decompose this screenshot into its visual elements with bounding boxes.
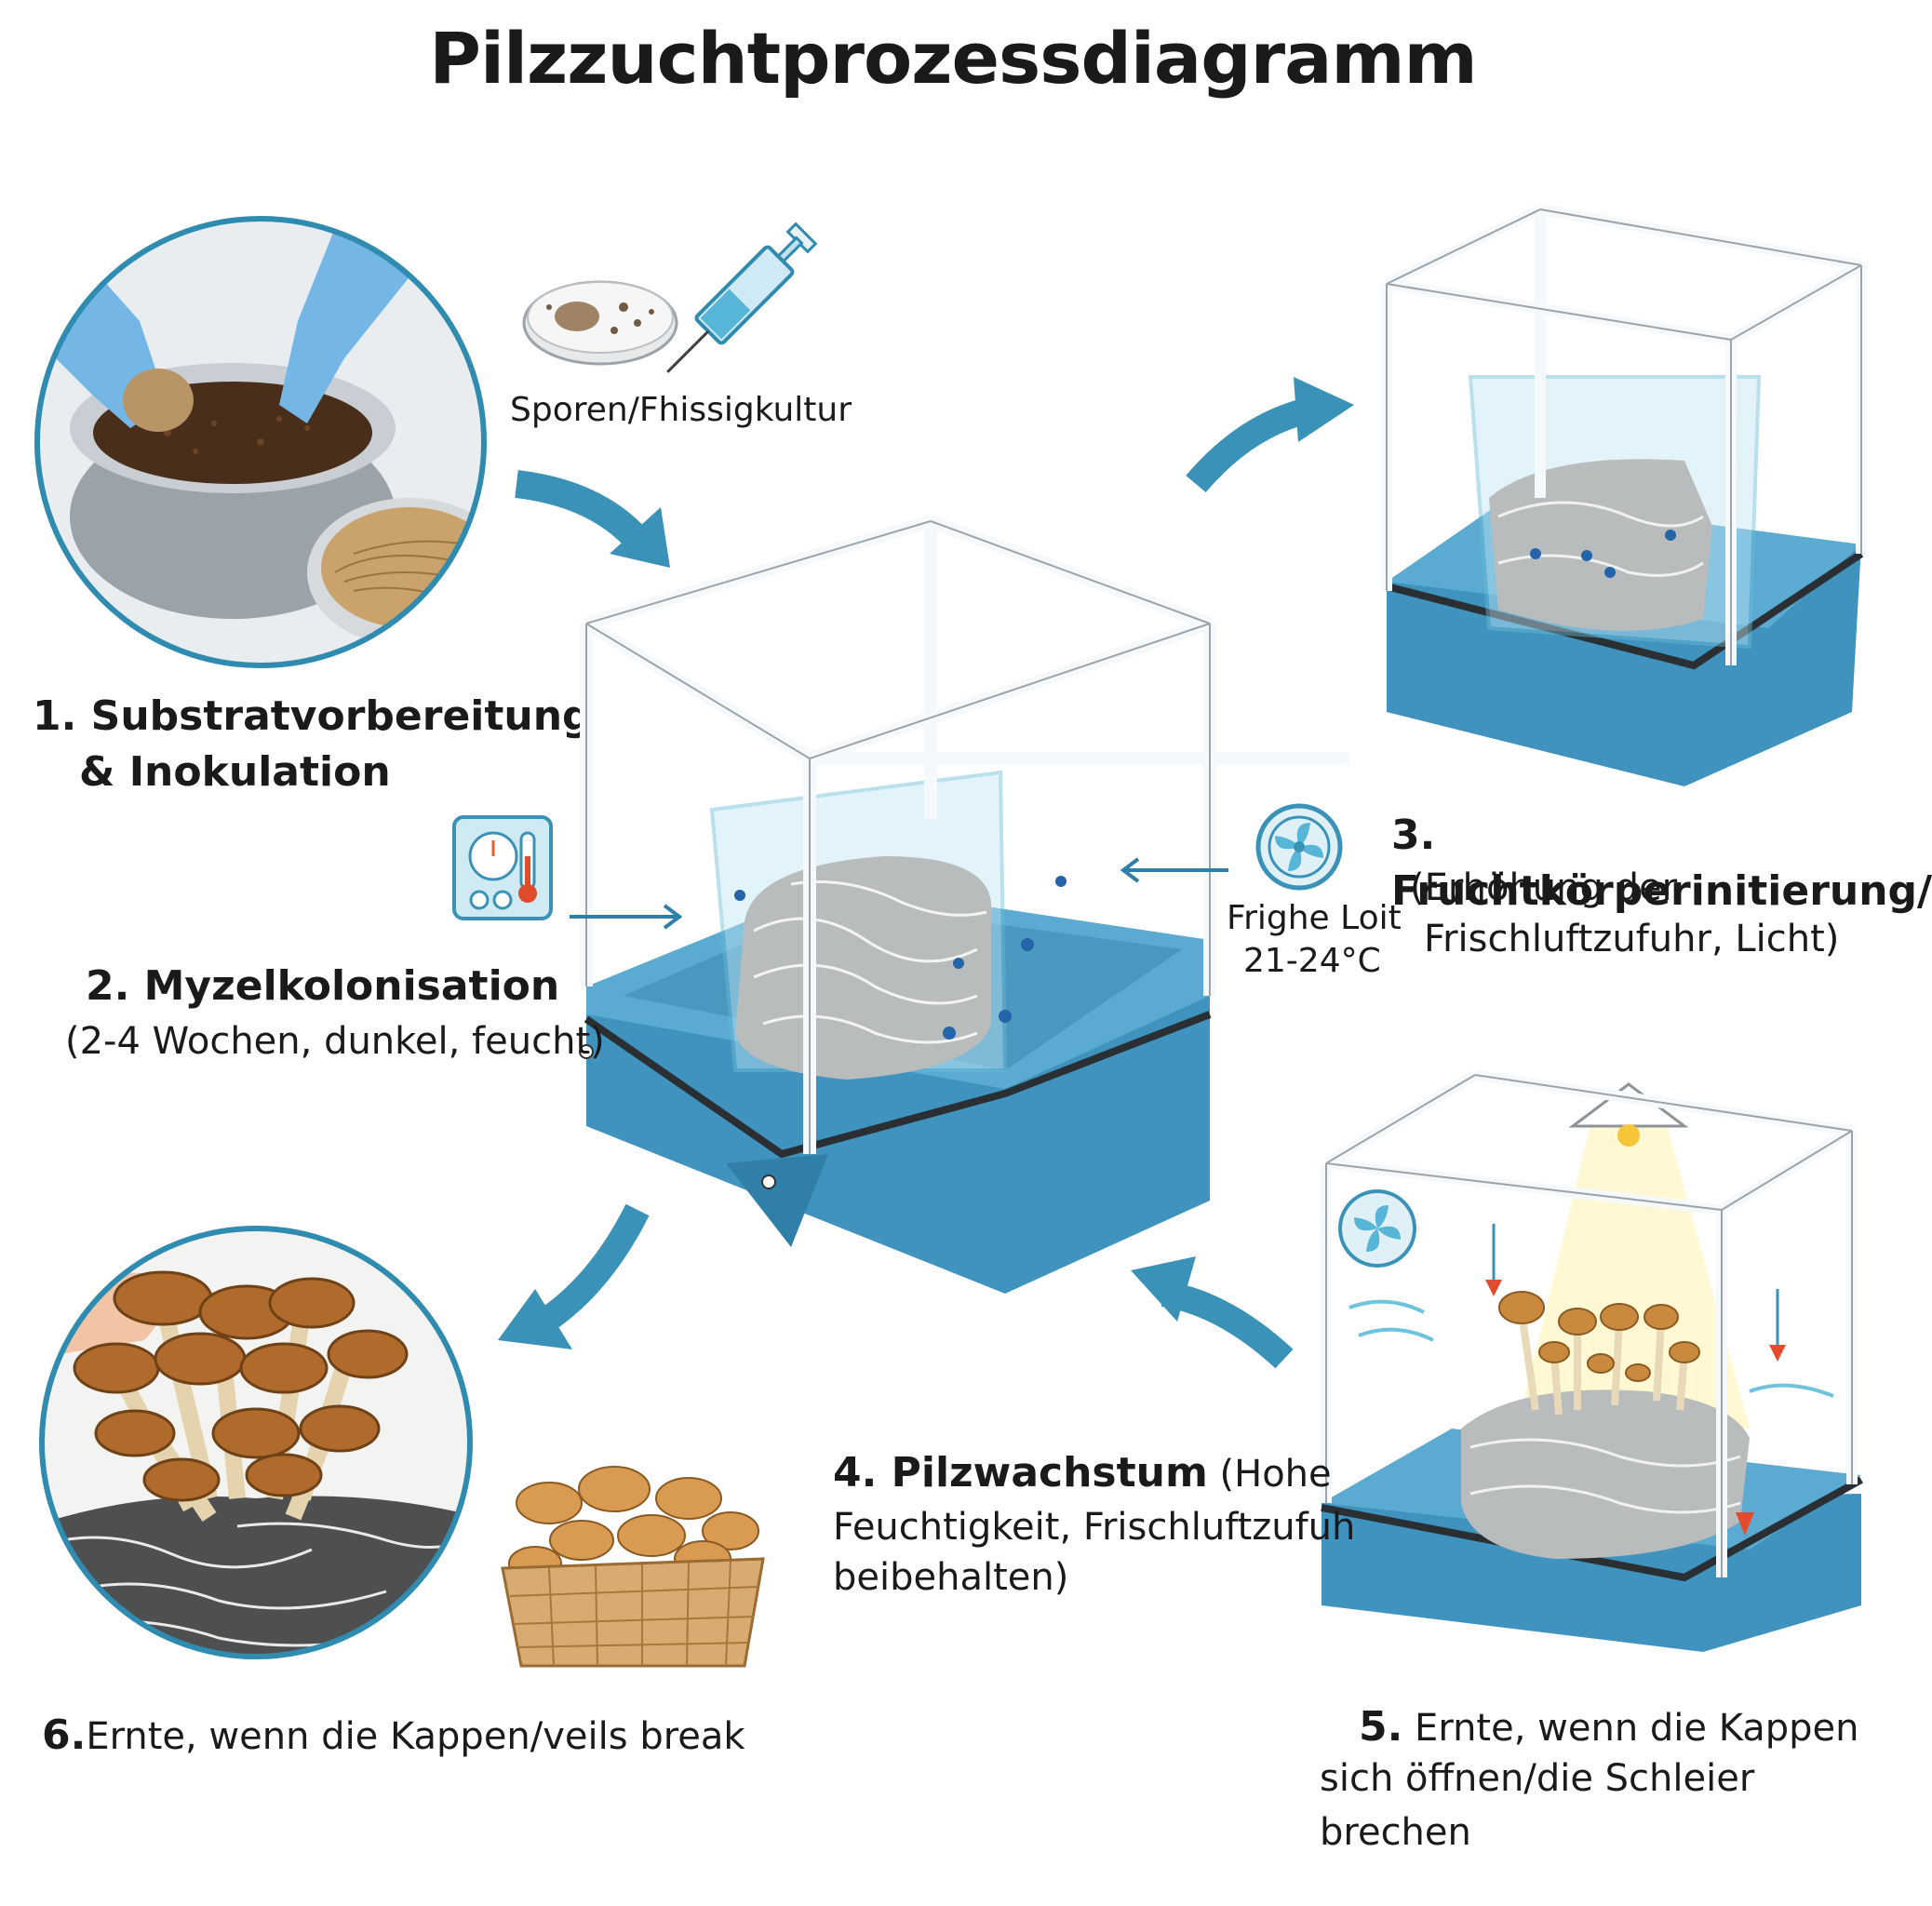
arrow-step1-to-step2 [515, 470, 670, 568]
step-4-title: 4. Pilzwachstum [833, 1449, 1208, 1497]
temperature-label: 21-24°C [1243, 942, 1381, 980]
substrate-preparation-illustration [34, 216, 487, 668]
arrow-step2-to-step6 [498, 1203, 650, 1349]
arrow-step5-to-step4 [1131, 1256, 1294, 1369]
step-5-line2: sich öffnen/die Schleier brechen [1320, 1757, 1755, 1854]
harvest-basket [501, 1466, 765, 1668]
arrow-step2-to-step3 [1186, 377, 1354, 493]
mushroom-growth-tent [1321, 1069, 1863, 1652]
step-6-text: Ernte, wenn die Kappen/veils break [86, 1715, 745, 1758]
colonization-tent [579, 515, 1349, 1294]
fresh-air-label: Frighe Loit [1227, 899, 1402, 937]
step-4-subtitle-line2: beibehalten) [833, 1556, 1069, 1599]
step-1-title-line1: 1. Substratvorbereitung [33, 692, 592, 740]
thermometer-panel-icon [452, 815, 553, 920]
spores-label: Sporen/Fhissigkultur [510, 391, 852, 429]
step-3-subtitle-line1: (Erhöhung der [1410, 866, 1678, 909]
step-6-number: 6. [42, 1711, 87, 1759]
step-5-row1: 5. Ernte, wenn die Kappen [1359, 1699, 1859, 1763]
heat-arrow [570, 904, 683, 930]
syringe-icon [666, 221, 818, 373]
step-5-number: 5. [1359, 1703, 1403, 1751]
fruiting-initiation-tent [1381, 204, 1867, 786]
step-4-title-row: 4. Pilzwachstum (Hohe [833, 1445, 1332, 1509]
step-6-row: 6.Ernte, wenn die Kappen/veils break [42, 1708, 745, 1771]
air-arrow [1120, 857, 1228, 883]
step-3-subtitle-line2: Frischluftzufuhr, Licht) [1424, 918, 1840, 960]
step-2-subtitle: (2-4 Wochen, dunkel, feucht) [65, 1020, 605, 1063]
petri-dish-icon [522, 280, 678, 366]
step-2-title: 2. Myzelkolonisation [86, 962, 560, 1010]
fan-icon [1255, 803, 1343, 891]
step-5-line1: Ernte, wenn die Kappen [1402, 1707, 1859, 1750]
step-4-title-rest: (Hohe [1207, 1453, 1332, 1496]
step-3-title: 3. Fruchtkörperinitierung/ [1391, 812, 1932, 915]
page-title: Pilzzuchtprozessdiagramm [429, 17, 1478, 100]
step-4-subtitle-line1: Feuchtigkeit, Frischluftzufuh [833, 1506, 1356, 1549]
harvest-illustration [39, 1226, 473, 1659]
step-1-title-line2: & Inokulation [79, 748, 391, 796]
